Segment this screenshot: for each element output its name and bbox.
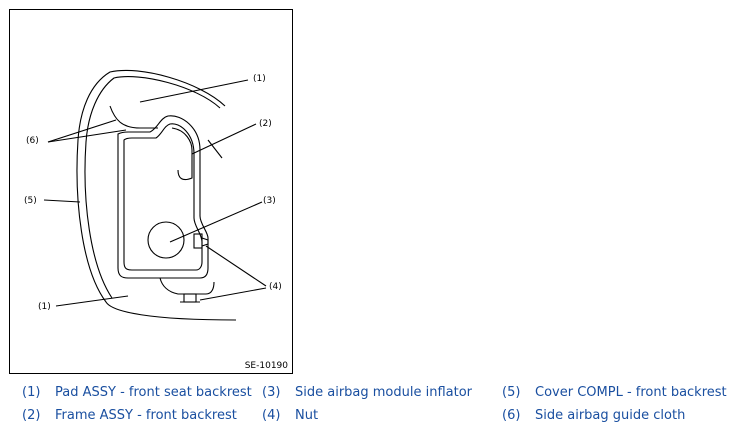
pad-edge — [109, 105, 158, 129]
legend-item-6: (6) Side airbag guide cloth — [502, 408, 685, 423]
legend-number: (4) — [262, 408, 281, 423]
callout-3: (3) — [263, 196, 276, 206]
inflator-circle — [147, 221, 185, 259]
legend-number: (1) — [22, 385, 41, 400]
nut-side — [193, 233, 203, 249]
legend-item-1: (1) Pad ASSY - front seat backrest — [22, 385, 252, 400]
outer-cover-outline — [76, 69, 237, 321]
callout-1-bottom: (1) — [38, 302, 51, 312]
callout-5: (5) — [24, 196, 37, 206]
legend-label: Pad ASSY - front seat backrest — [55, 385, 252, 400]
diagram-frame: (1) (2) (3) (4) (5) (6) (1) SE-10190 — [9, 9, 293, 374]
legend-item-5: (5) Cover COMPL - front backrest — [502, 385, 727, 400]
seat-cross-section-drawing: (1) (2) (3) (4) (5) (6) (1) — [24, 69, 282, 321]
callout-4: (4) — [269, 282, 282, 292]
callout-1-top: (1) — [253, 74, 266, 84]
callout-2: (2) — [259, 119, 272, 129]
legend-item-2: (2) Frame ASSY - front backrest — [22, 408, 237, 423]
legend-item-3: (3) Side airbag module inflator — [262, 385, 472, 400]
inner-cover-outline — [84, 76, 221, 299]
legend-label: Frame ASSY - front backrest — [55, 408, 237, 423]
legend-label: Side airbag guide cloth — [535, 408, 686, 423]
bottom-bracket — [159, 277, 215, 295]
legend-number: (2) — [22, 408, 41, 423]
legend-number: (6) — [502, 408, 521, 423]
figure-code: SE-10190 — [244, 361, 288, 371]
frame-seam — [171, 127, 193, 181]
legend-label: Cover COMPL - front backrest — [535, 385, 727, 400]
legend-number: (5) — [502, 385, 521, 400]
frame-inner — [123, 123, 203, 271]
callout-6: (6) — [26, 136, 39, 146]
legend-label: Side airbag module inflator — [295, 385, 473, 400]
legend-item-4: (4) Nut — [262, 408, 318, 423]
nut-lower — [183, 293, 197, 303]
frame-outer — [117, 115, 209, 279]
legend-label: Nut — [295, 408, 319, 423]
legend-number: (3) — [262, 385, 281, 400]
